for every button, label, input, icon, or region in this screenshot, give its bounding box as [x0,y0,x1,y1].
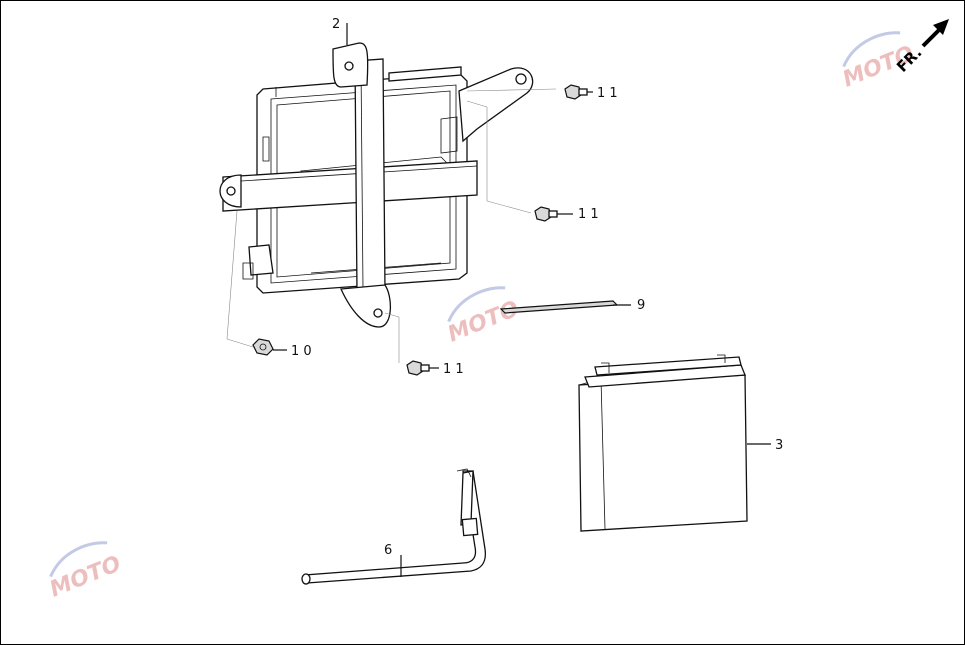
nut-part-10 [252,338,274,356]
callout-10: 1 0 [291,344,312,359]
front-arrow-icon [921,26,943,48]
callout-9: 9 [637,298,645,313]
callout-11-bottom: 1 1 [443,362,464,377]
battery-pad-part-9 [499,300,619,314]
leader-lines [273,23,771,577]
svg-text:MOTO: MOTO [444,297,522,348]
callout-11-top: 1 1 [597,86,618,101]
callout-labels: 2 1 1 1 1 9 1 0 1 1 3 6 [291,17,783,558]
guide-lines [226,88,557,363]
callout-2: 2 [332,17,340,32]
watermark-logo-center: MOTO [444,286,523,348]
callout-11-middle: 1 1 [578,207,599,222]
bolt-11-top [564,84,588,100]
callout-3: 3 [775,438,783,453]
front-arrowhead-icon [933,19,949,35]
bolt-11-bottom [406,360,430,376]
breather-hose-part-6 [301,468,487,585]
battery-tray-part-2 [219,42,534,328]
callout-6: 6 [384,543,392,558]
watermark-logo-bottom-left: MOTO [46,541,125,603]
svg-text:MOTO: MOTO [46,552,124,603]
bolt-11-middle [534,206,558,222]
battery-part-3 [578,354,748,532]
